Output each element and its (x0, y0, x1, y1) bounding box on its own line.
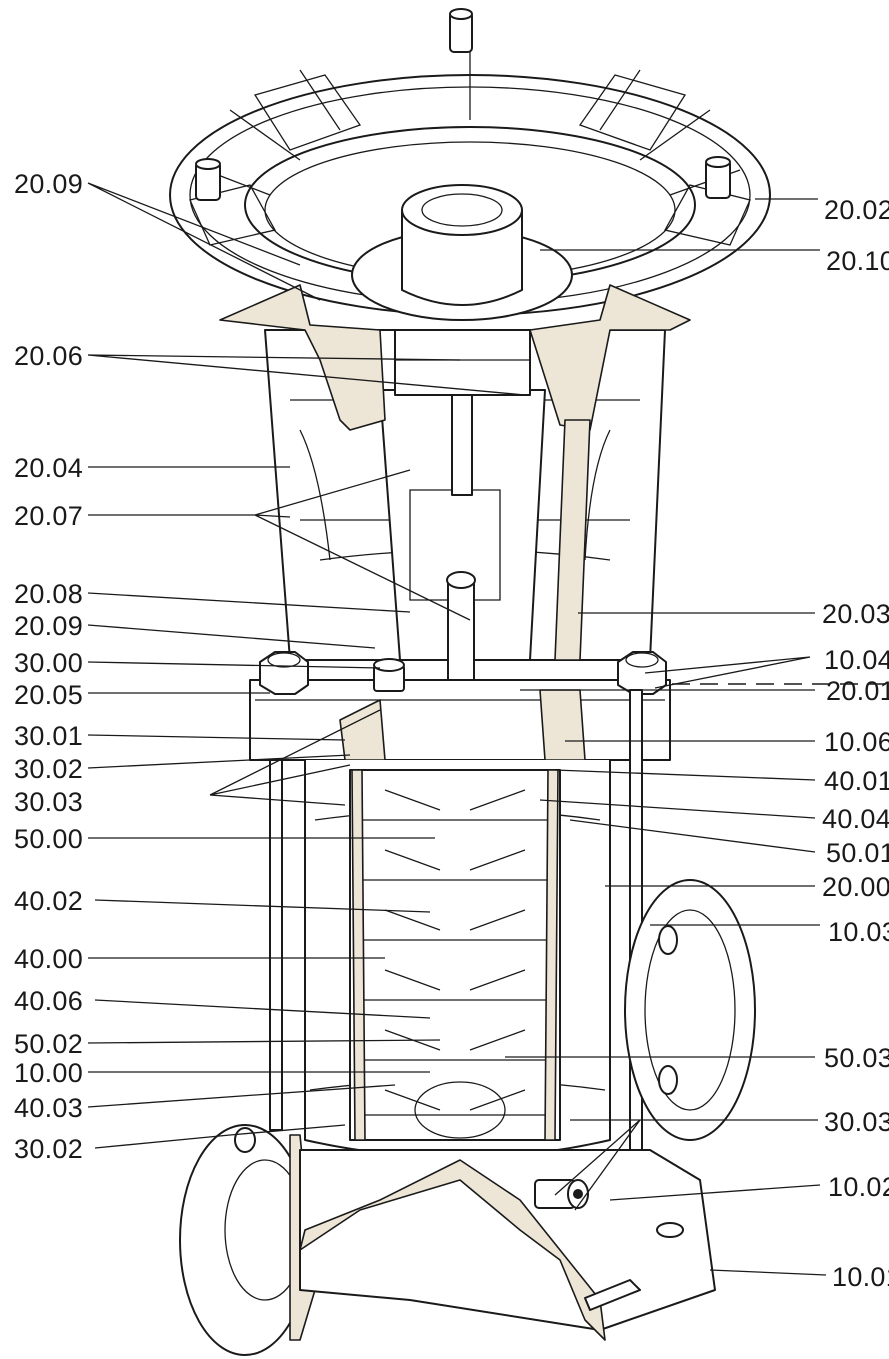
flange-stud (449, 8, 473, 53)
head-nut (617, 651, 667, 695)
stool-section-cut (219, 284, 691, 661)
label-20-06: 20.06 (14, 341, 83, 371)
label-30-00: 30.00 (14, 648, 83, 678)
pump-drawing (169, 8, 889, 1356)
stage-stack (349, 769, 561, 1141)
label-50-00: 50.00 (14, 824, 83, 854)
vent-screw (373, 658, 405, 692)
label-50-03: 50.03 (824, 1043, 889, 1073)
label-20-10: 20.10 (826, 246, 889, 276)
pump-head (249, 651, 671, 761)
label-30-01: 30.01 (14, 721, 83, 751)
label-40-06: 40.06 (14, 986, 83, 1016)
label-40-02: 40.02 (14, 886, 83, 916)
label-20-02: 20.02 (824, 195, 889, 225)
outlet-flange (624, 879, 756, 1141)
label-40-01: 40.01 (824, 766, 889, 796)
leader-lines (87, 182, 827, 1276)
label-20-04: 20.04 (14, 453, 83, 483)
coupling (351, 184, 573, 396)
label-30-03: 30.03 (14, 787, 83, 817)
flange-stud (705, 156, 731, 199)
label-10-02: 10.02 (828, 1172, 889, 1202)
label-30-02: 30.02 (14, 754, 83, 784)
label-30-03-right: 30.03 (824, 1107, 889, 1137)
label-40-00: 40.00 (14, 944, 83, 974)
label-20-03: 20.03 (822, 599, 889, 629)
label-10-00: 10.00 (14, 1058, 83, 1088)
label-10-06: 10.06 (824, 727, 889, 757)
inlet-flange (179, 1124, 316, 1356)
label-20-08: 20.08 (14, 579, 83, 609)
flange-stud (195, 158, 221, 201)
label-10-01: 10.01 (832, 1262, 889, 1292)
label-10-03: 10.03 (828, 917, 889, 947)
label-20-00: 20.00 (822, 872, 889, 902)
label-40-04: 40.04 (822, 804, 889, 834)
callout-labels: 20.09 20.06 20.04 20.07 20.08 20.09 30.0… (14, 169, 889, 1292)
label-30-02-lower: 30.02 (14, 1134, 83, 1164)
head-nut (259, 651, 309, 695)
label-50-02: 50.02 (14, 1029, 83, 1059)
label-40-03: 40.03 (14, 1093, 83, 1123)
label-50-01: 50.01 (826, 838, 889, 868)
label-20-05: 20.05 (14, 680, 83, 710)
label-10-04: 10.04 (824, 645, 889, 675)
label-20-01: 20.01 (826, 676, 889, 706)
label-20-09-lower: 20.09 (14, 611, 83, 641)
label-20-07: 20.07 (14, 501, 83, 531)
label-20-09: 20.09 (14, 169, 83, 199)
